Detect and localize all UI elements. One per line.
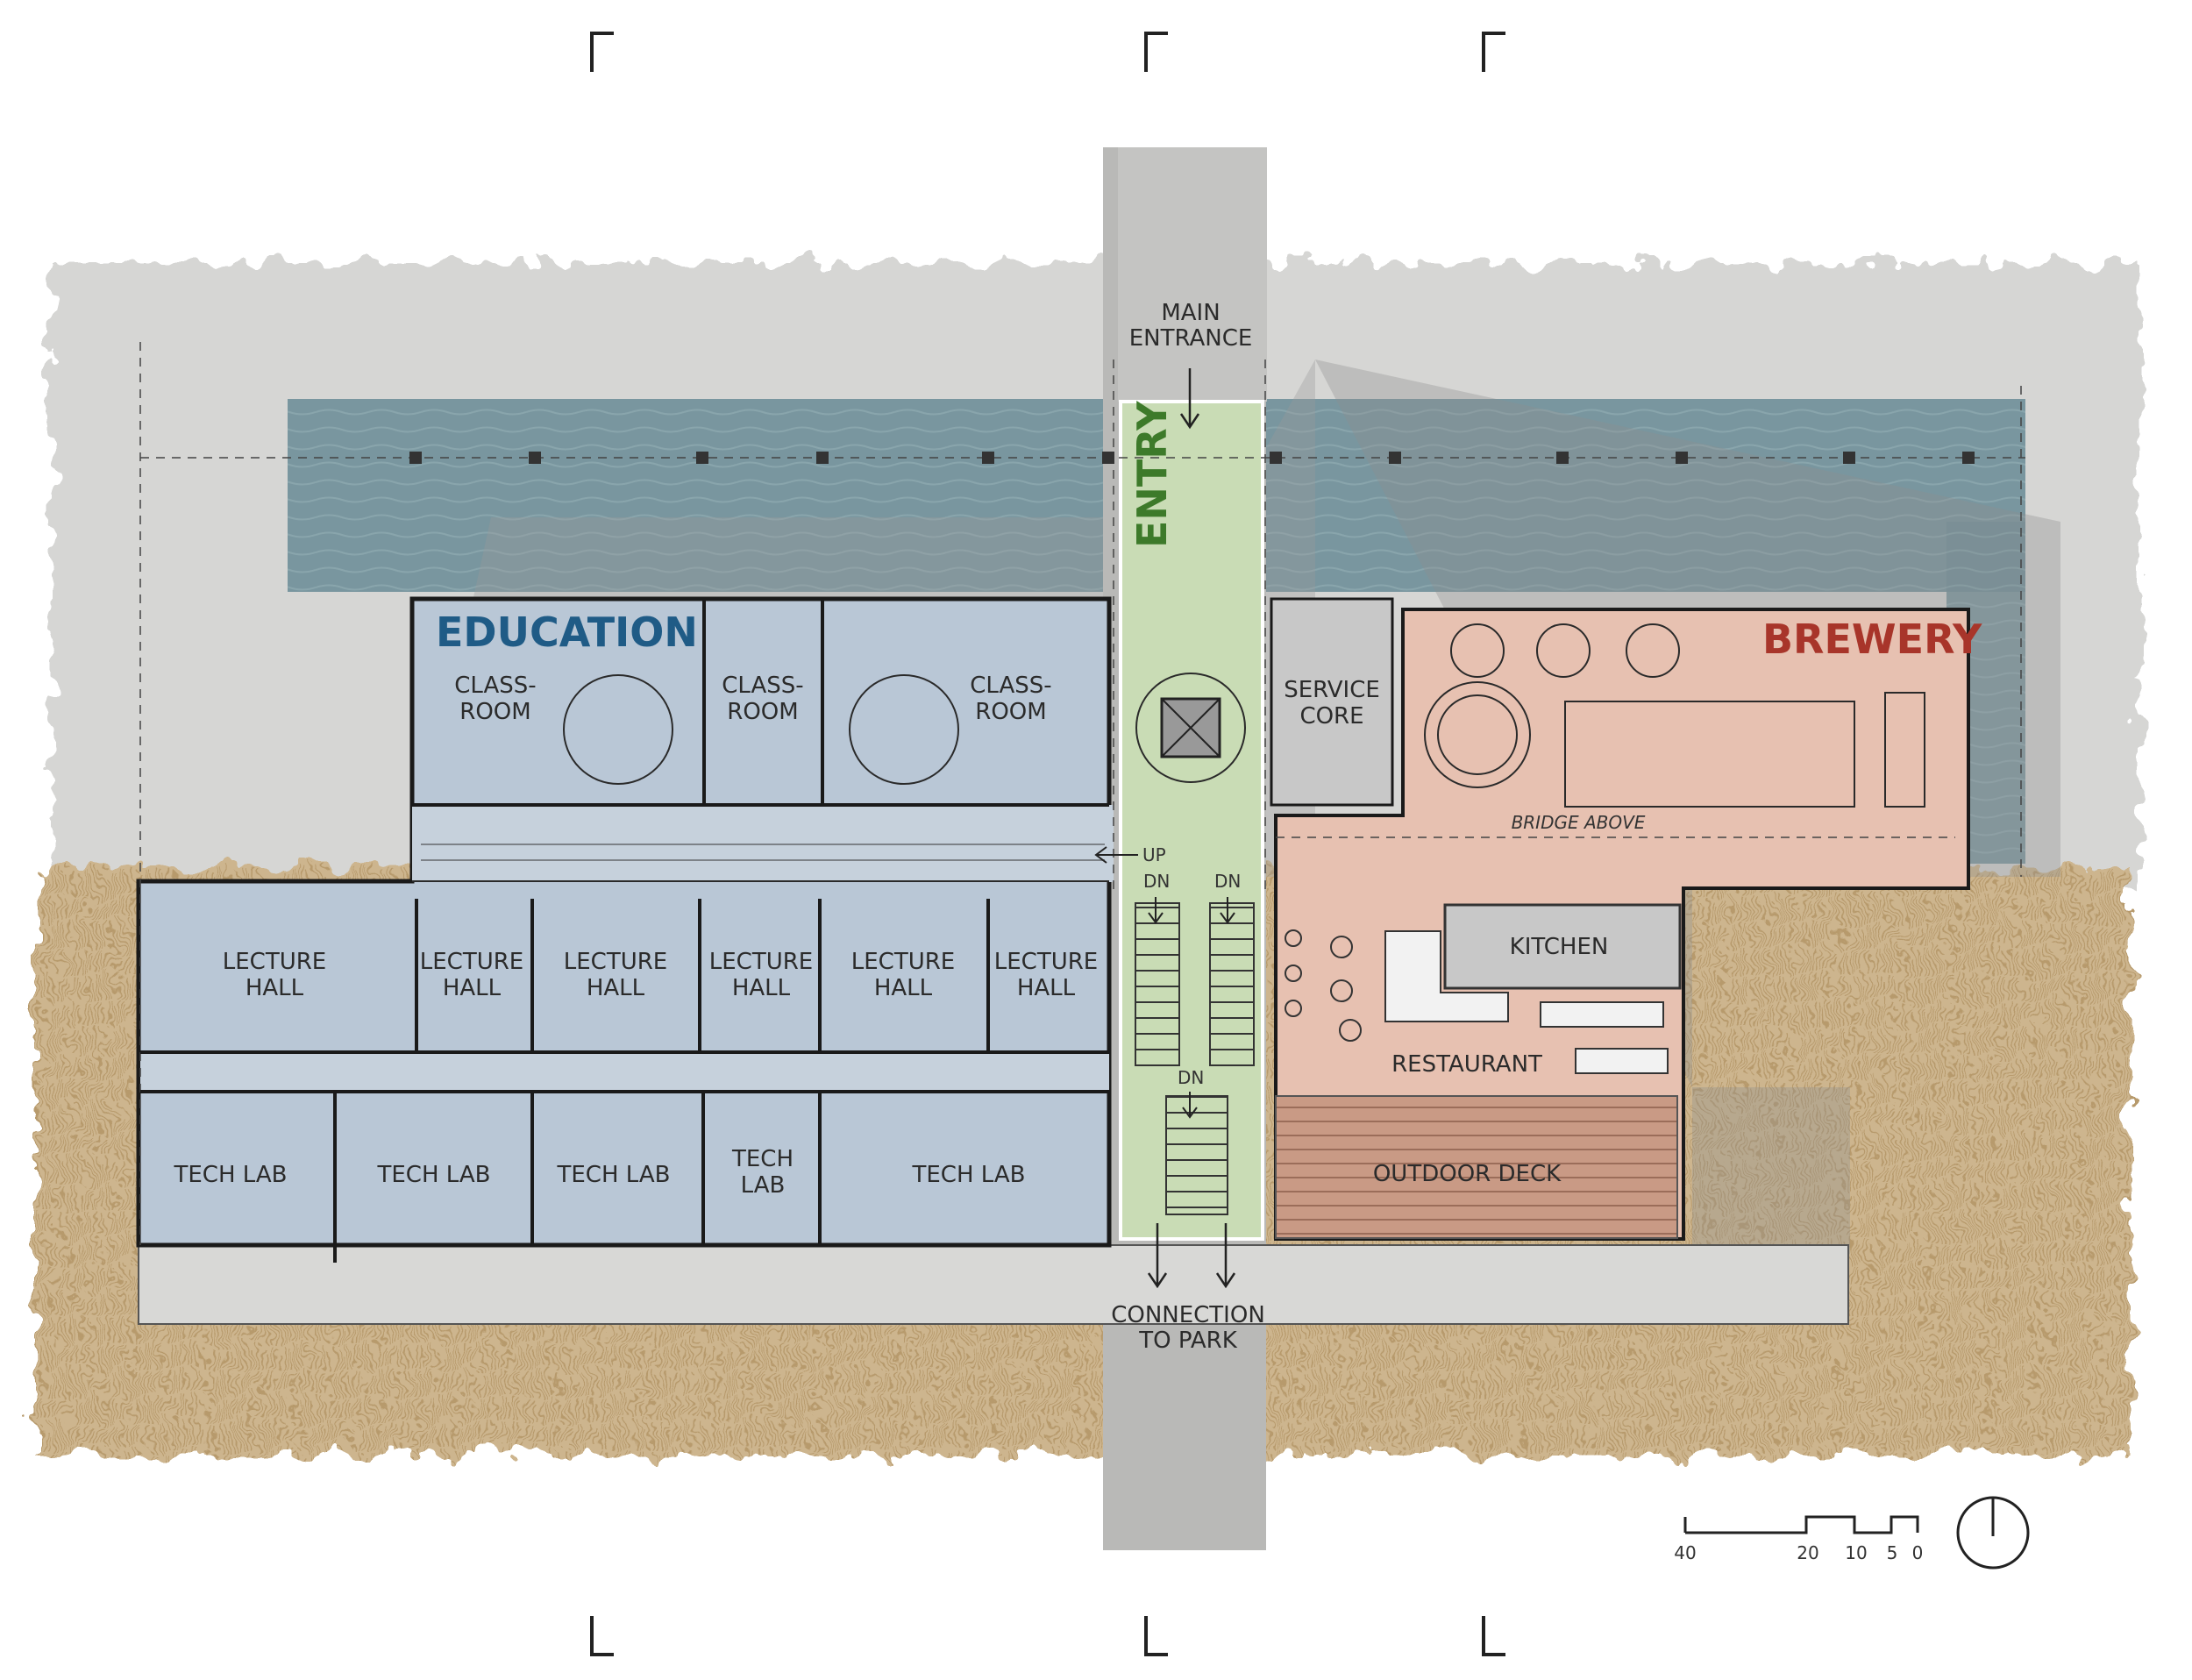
restaurant-furniture <box>1285 929 1669 1074</box>
svg-text:20: 20 <box>1797 1542 1818 1563</box>
up-arrow <box>1094 846 1138 864</box>
dn-arrows <box>1148 897 1235 1119</box>
bridge-above-label: BRIDGE ABOVE <box>1512 812 1646 833</box>
svg-text:0: 0 <box>1912 1542 1924 1563</box>
park-arrows <box>1147 1223 1236 1289</box>
interior-walls <box>140 599 1109 1263</box>
section-markers <box>590 32 1505 1656</box>
stairs <box>421 833 1255 1215</box>
classroom-label: CLASS-ROOM <box>454 673 536 725</box>
entrance-arrow <box>1179 368 1200 430</box>
up-label: UP <box>1142 844 1166 865</box>
outdoor-deck-label: OUTDOOR DECK <box>1373 1161 1562 1187</box>
service-core <box>1270 597 1394 807</box>
kitchen <box>1443 903 1682 990</box>
entry-title: ENTRY <box>1128 401 1176 548</box>
svg-text:10: 10 <box>1845 1542 1867 1563</box>
education-corridor-lower <box>140 1052 1109 1092</box>
scale-bar: 40 20 10 5 0 <box>1674 1515 1924 1563</box>
dn-label: DN <box>1143 871 1170 892</box>
structural-grid <box>139 342 2025 1245</box>
entry-walkway-north <box>1118 147 1267 402</box>
north-arrow-icon <box>1956 1496 2030 1570</box>
tech-lab-label: TECH LAB <box>557 1162 671 1188</box>
brewery-title: BREWERY <box>1762 616 1982 663</box>
column-row <box>409 452 1975 464</box>
kitchen-label: KITCHEN <box>1510 934 1609 960</box>
tech-lab-label: TECH LAB <box>377 1162 491 1188</box>
tech-lab-label: TECH LAB <box>174 1162 288 1188</box>
tech-lab-label: TECH LAB <box>912 1162 1026 1188</box>
south-terrace <box>138 1244 1849 1325</box>
svg-text:5: 5 <box>1887 1542 1898 1563</box>
outdoor-deck <box>1275 1095 1678 1239</box>
dn-label: DN <box>1178 1067 1204 1088</box>
classroom-tables <box>563 674 959 785</box>
elevator <box>1135 673 1246 783</box>
classroom-label: CLASS-ROOM <box>722 673 803 725</box>
restaurant-label: RESTAURANT <box>1391 1051 1542 1078</box>
svg-text:40: 40 <box>1674 1542 1696 1563</box>
brewery-tanks <box>1424 623 1925 808</box>
education-title: EDUCATION <box>436 609 698 656</box>
classroom-label: CLASS-ROOM <box>970 673 1051 725</box>
dn-label: DN <box>1214 871 1241 892</box>
